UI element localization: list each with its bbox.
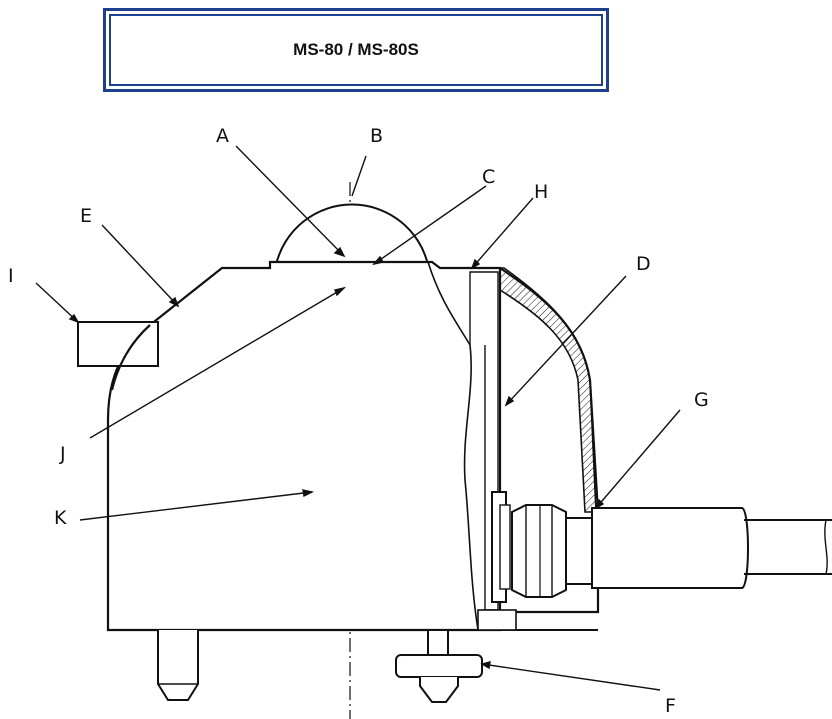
levelling-foot-knob	[395, 654, 483, 678]
title-frame: MS-80 / MS-80S	[103, 8, 609, 92]
label-c: C	[482, 166, 495, 188]
label-i: I	[8, 265, 14, 287]
label-b: B	[370, 125, 383, 147]
inner-cavity	[469, 271, 499, 611]
label-g: G	[694, 389, 709, 411]
base-lip	[477, 609, 517, 631]
cable	[591, 507, 749, 589]
left-foot	[157, 630, 199, 701]
label-k: K	[54, 507, 67, 529]
diagram-title: MS-80 / MS-80S	[293, 40, 419, 59]
label-e: E	[80, 205, 92, 227]
foot-tip	[419, 677, 459, 703]
housing-shoulder	[110, 324, 151, 391]
leader-lines	[35, 145, 681, 691]
label-h: H	[534, 181, 548, 203]
cutaway-edge	[427, 261, 479, 631]
housing-shell-outer	[499, 267, 600, 614]
label-d: D	[636, 253, 651, 275]
housing-body	[106, 260, 502, 632]
label-j: J	[59, 443, 66, 465]
label-f: F	[665, 695, 676, 717]
title-inner-frame: MS-80 / MS-80S	[109, 14, 603, 86]
cable-gland	[511, 504, 567, 598]
foot-stem	[427, 629, 449, 657]
outer-dome	[275, 203, 429, 266]
label-a: A	[216, 125, 229, 147]
